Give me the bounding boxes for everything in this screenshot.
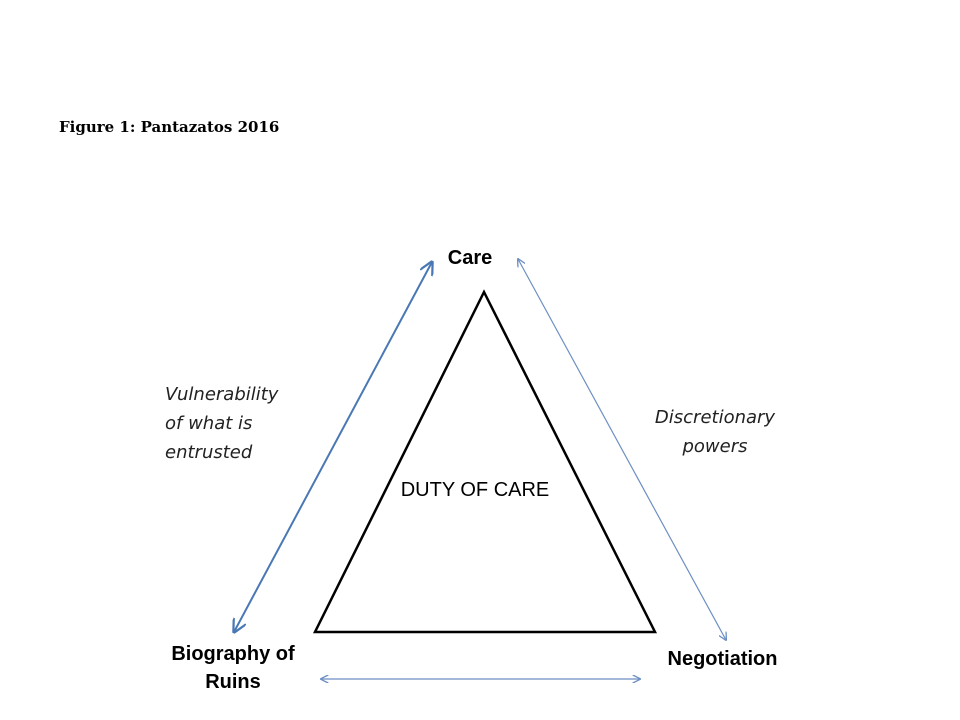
center-label-duty-of-care: DUTY OF CARE [400,479,550,501]
node-negotiation: Negotiation [667,648,778,670]
edge-vulnerability-line-1: Vulnerability [165,384,279,405]
edge-vulnerability-line-3: entrusted [165,442,253,463]
left-edge-arrow [234,262,432,632]
node-biography-line-2: Ruins [205,671,261,693]
edge-discretionary-line-2: powers [682,436,748,457]
edge-label-discretionary-powers: Discretionary powers [640,403,790,461]
node-care: Care [447,247,493,269]
edge-label-vulnerability: Vulnerability of what is entrusted [165,380,278,467]
node-biography-line-1: Biography of [171,643,295,665]
right-edge-arrow [518,259,726,640]
node-biography-of-ruins: Biography of Ruins [148,640,318,696]
central-triangle [312,289,658,634]
edge-discretionary-line-1: Discretionary [654,407,776,428]
figure-caption: Figure 1: Pantazatos 2016 [59,118,280,136]
edge-vulnerability-line-2: of what is [165,413,253,434]
